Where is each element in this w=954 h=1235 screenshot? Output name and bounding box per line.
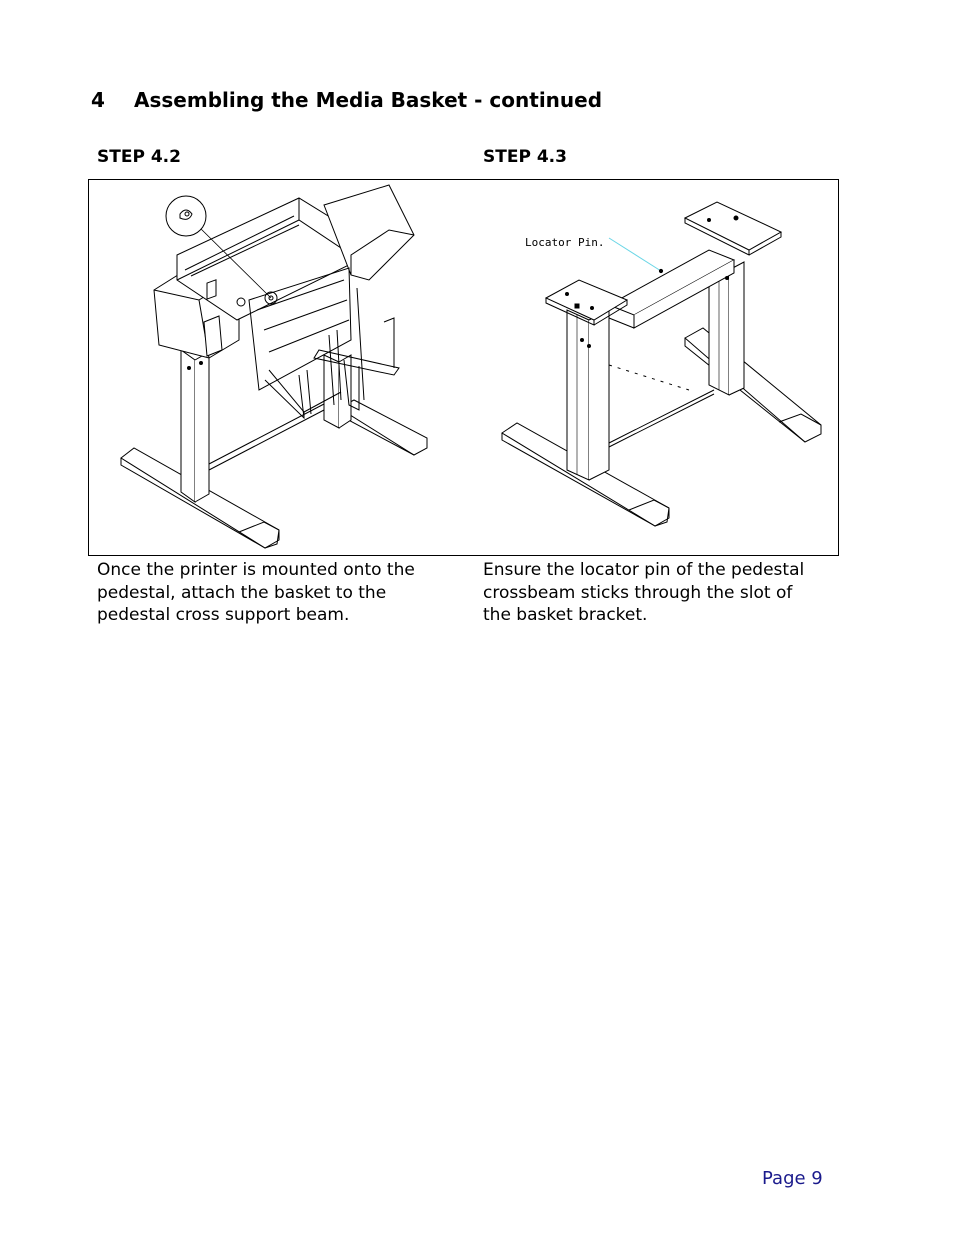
pedestal-crossbeam-illustration	[501, 201, 822, 527]
page-number: Page 9	[762, 1168, 823, 1189]
printer-with-basket-illustration	[120, 184, 428, 549]
locator-pin-callout: Locator Pin.	[525, 236, 604, 249]
section-number: 4	[91, 88, 105, 112]
section-heading: 4 Assembling the Media Basket - continued	[91, 88, 602, 112]
figure-box: Locator Pin.	[88, 179, 839, 556]
step-4-2-caption: Once the printer is mounted onto the ped…	[97, 560, 415, 625]
illustration-canvas: Locator Pin.	[120, 184, 822, 549]
step-4-3-caption: Ensure the locator pin of the pedestal c…	[483, 560, 805, 625]
step-4-2-label: STEP 4.2	[97, 147, 181, 167]
step-4-3-label: STEP 4.3	[483, 147, 567, 167]
section-title: Assembling the Media Basket - continued	[134, 88, 603, 112]
